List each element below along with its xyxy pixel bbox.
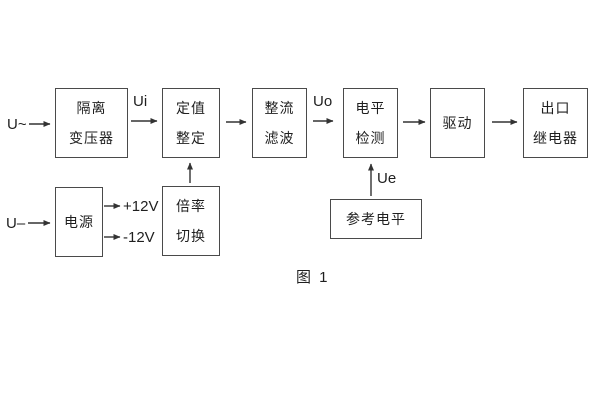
block-output-relay: 出口 继电器 [523,88,588,158]
label-minus-12v: -12V [123,229,155,246]
block-ratio-switch: 倍率 切换 [162,186,220,256]
block-label: 定值 [176,100,206,117]
block-label: 倍率 [176,198,206,215]
block-driver: 驱动 [430,88,485,158]
block-label: 变压器 [69,129,114,146]
block-power-supply: 电源 [55,187,103,257]
block-label: 整定 [176,129,206,146]
block-label: 检测 [355,129,386,146]
block-label: 驱动 [442,115,473,131]
block-rectifier-filter: 整流 滤波 [252,88,307,158]
label-dc-input: U– [6,215,26,232]
figure-caption: 图 1 [296,269,330,286]
label-plus-12v: +12V [123,198,159,215]
block-label: 滤波 [264,129,295,146]
block-setting-adjustment: 定值 整定 [162,88,220,158]
label-ue: Ue [377,170,397,187]
block-label: 隔离 [76,100,107,117]
label-uo: Uo [313,93,333,110]
block-label: 电源 [64,214,94,230]
block-label: 出口 [540,100,571,117]
block-level-detection: 电平 检测 [343,88,398,158]
block-label: 切换 [176,227,206,244]
block-label: 电平 [355,100,386,117]
block-label: 继电器 [533,129,578,146]
block-label: 整流 [264,100,295,117]
label-ui: Ui [133,93,148,110]
block-isolation-transformer: 隔离 变压器 [55,88,128,158]
block-label: 参考电平 [346,211,406,227]
label-ac-input: U~ [7,116,27,133]
block-reference-level: 参考电平 [330,199,422,239]
